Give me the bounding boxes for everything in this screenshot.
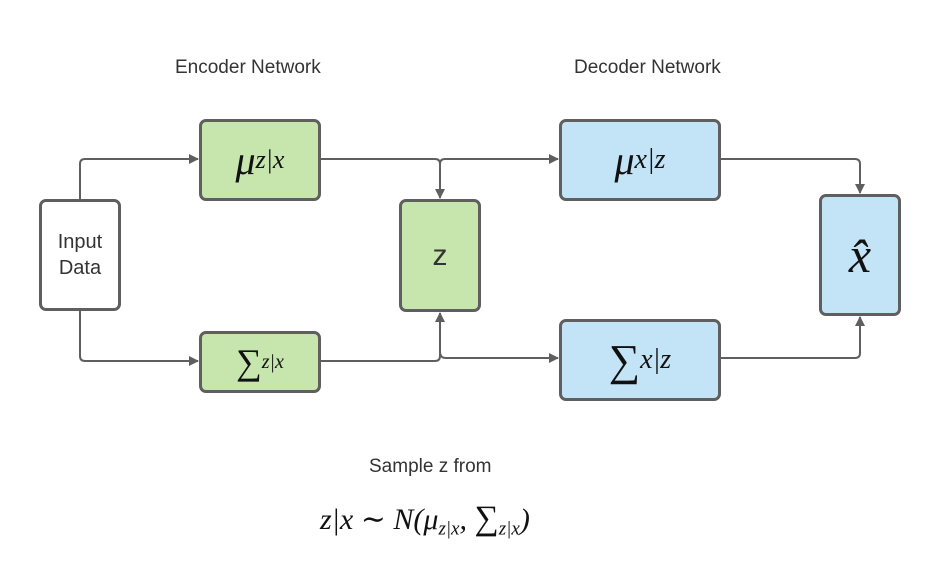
encoder-covariance-node: ∑z|x [199,331,321,393]
formula-sigma: ∑ [474,500,499,537]
edge-z-to-sigma-dec [439,351,559,363]
sigma-subscript: z|x [261,350,284,373]
edge-input-to-sigma-enc [79,310,199,366]
input-label-line1: Input [57,231,103,253]
sigma-symbol: ∑ [608,335,641,385]
sigma-subscript: x|z [640,344,672,375]
edge-mu-enc-to-z [320,158,445,199]
input-data-node: Input Data [39,199,121,311]
sigma-symbol: ∑ [236,342,262,382]
sampling-caption: Sample z from [369,456,492,477]
decoder-covariance-node: ∑x|z [559,319,721,401]
edge-input-to-mu-enc [79,154,199,200]
formula-close: ) [519,503,530,536]
x-hat-symbol: x̂ [848,227,872,283]
input-label-line2: Data [58,257,102,279]
sampling-formula: z|x ∼ N(μz|x, ∑z|x) [320,500,530,540]
edge-sigma-dec-to-output [720,316,865,359]
formula-mu-sub: z|x [438,518,460,540]
formula-lhs: z|x ∼ N( [320,503,424,536]
decoder-heading: Decoder Network [574,57,721,78]
latent-symbol: z [432,238,448,272]
encoder-heading: Encoder Network [175,57,321,78]
reconstruction-node: x̂ [819,194,901,316]
mu-symbol: μ [614,137,635,183]
edge-mu-dec-to-output [720,158,865,194]
edge-sigma-enc-to-z [320,312,445,362]
formula-sigma-sub: z|x [498,518,520,540]
formula-mu: μ [423,503,439,536]
latent-z-node: z [399,199,481,312]
edge-z-to-mu-dec [439,154,559,165]
formula-comma: , [459,503,475,536]
mu-subscript: x|z [634,144,666,175]
mu-subscript: z|x [255,145,285,174]
mu-symbol: μ [235,137,256,183]
